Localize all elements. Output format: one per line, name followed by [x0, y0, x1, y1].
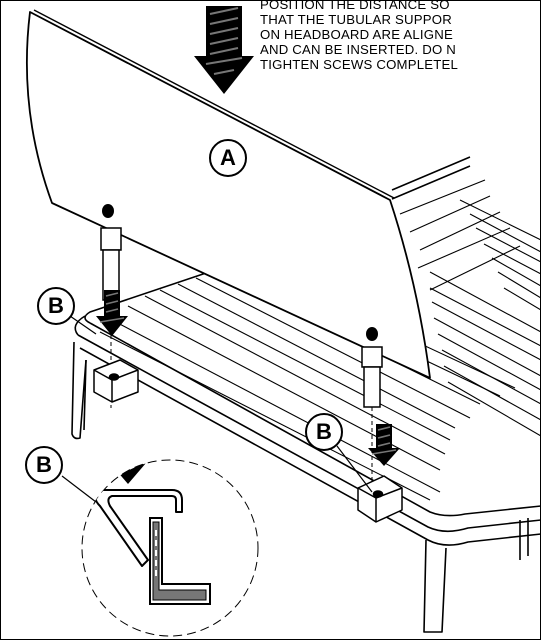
headboard-bolt-right	[366, 327, 378, 341]
callout-a-headboard: A	[209, 139, 247, 177]
arrow-down-icon	[96, 290, 128, 336]
instruction-line-5: TIGHTEN SCEWS COMPLETEL	[260, 57, 459, 72]
headboard-panel	[25, 9, 431, 379]
instruction-line-1: POSITION THE DISTANCE SO	[260, 0, 450, 12]
bracket-left	[93, 359, 139, 403]
arrow-down-icon	[368, 424, 400, 466]
headboard-bolt-left	[102, 204, 114, 218]
callout-b-left-bracket: B	[37, 287, 75, 325]
tubular-support-right	[361, 346, 383, 510]
arrow-down-icon	[194, 6, 254, 94]
callout-b-right-bracket: B	[305, 413, 343, 451]
callout-leaders	[61, 315, 373, 503]
bed-frame	[71, 156, 541, 633]
instruction-line-3: ON HEADBOARD ARE ALIGNE	[260, 27, 453, 42]
callout-b-detail: B	[25, 446, 63, 484]
bed-slats	[99, 179, 541, 501]
instruction-line-4: AND CAN BE INSERTED. DO N	[260, 42, 457, 57]
detail-view	[81, 459, 259, 637]
instruction-line-2: THAT THE TUBULAR SUPPOR	[260, 12, 452, 27]
